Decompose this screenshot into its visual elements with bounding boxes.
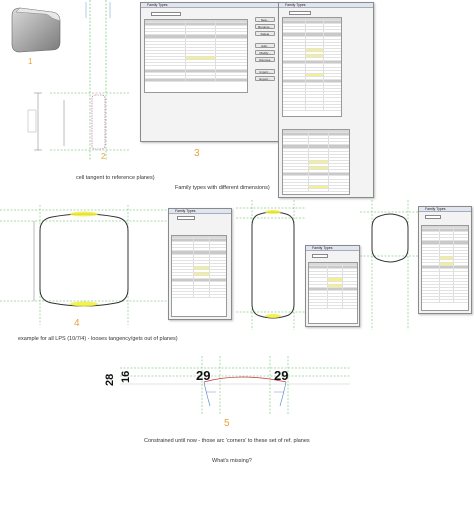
caption-whats-missing: What's missing? — [212, 458, 252, 464]
parameter-table-mid[interactable] — [171, 235, 227, 317]
remove-parameter-button[interactable]: Remove — [255, 57, 275, 62]
cell-variant-right — [360, 200, 422, 330]
cell-variant-mid — [236, 200, 306, 330]
type-name-dropdown-mid[interactable] — [177, 216, 195, 220]
parameter-table[interactable] — [144, 19, 248, 93]
parameter-table-right-lower[interactable] — [282, 129, 350, 195]
step-5-number: 5 — [224, 418, 230, 429]
caption-family-types: Family types with different dimensions) — [175, 185, 270, 191]
step-4-number: 4 — [74, 318, 80, 329]
family-types-dialog-main: Family Types New... Rename... Del — [140, 2, 280, 142]
dialog-title-mid: Family Types — [169, 209, 231, 214]
add-parameter-button[interactable]: Add... — [255, 43, 275, 48]
family-types-dialog-small: Family Types — [305, 245, 360, 327]
family-types-dialog-mid: Family Types — [168, 208, 232, 320]
plan-ref-planes-drawing — [27, 0, 130, 160]
type-name-dropdown-small[interactable] — [312, 254, 328, 258]
caption-tangent: cell tangent to reference planes) — [76, 175, 155, 181]
dialog-title-far-right: Family Types — [419, 207, 471, 212]
export-button[interactable]: Export... — [255, 76, 275, 81]
dim-label-29-right: 29 — [274, 368, 289, 383]
step-2-number: 2 — [101, 152, 106, 161]
import-button[interactable]: Import... — [255, 69, 275, 74]
constrained-corners-drawing — [120, 356, 350, 414]
delete-type-button[interactable]: Delete — [255, 31, 275, 36]
type-name-dropdown[interactable] — [151, 12, 181, 16]
family-types-dialog-right: Family Types — [278, 2, 374, 198]
cell-variant-left — [0, 205, 170, 325]
dialog-title-right: Family Types — [279, 3, 373, 8]
3d-cell-preview — [11, 7, 61, 53]
parameter-table-small[interactable] — [308, 262, 358, 324]
dim-label-29-left: 29 — [196, 368, 211, 383]
caption-example-lps: example for all LPS (10/7/4) - looses ta… — [18, 336, 178, 342]
rename-type-button[interactable]: Rename... — [255, 24, 275, 29]
parameter-table-far-right[interactable] — [421, 225, 469, 311]
parameter-table-right[interactable] — [282, 17, 342, 117]
dim-label-28: 28 — [104, 373, 116, 386]
dialog-title: Family Types — [141, 3, 279, 8]
modify-parameter-button[interactable]: Modify... — [255, 50, 275, 55]
dim-label-16: 16 — [120, 370, 132, 383]
type-name-dropdown-right[interactable] — [289, 11, 311, 15]
caption-constrained: Constrained until now - those arc 'corne… — [144, 438, 310, 444]
family-types-dialog-far-right: Family Types — [418, 206, 472, 314]
new-type-button[interactable]: New... — [255, 17, 275, 22]
step-3-number: 3 — [194, 148, 200, 159]
dialog-title-small: Family Types — [306, 246, 359, 251]
step-1-number: 1 — [28, 57, 33, 66]
type-name-dropdown-far-right[interactable] — [425, 215, 441, 219]
